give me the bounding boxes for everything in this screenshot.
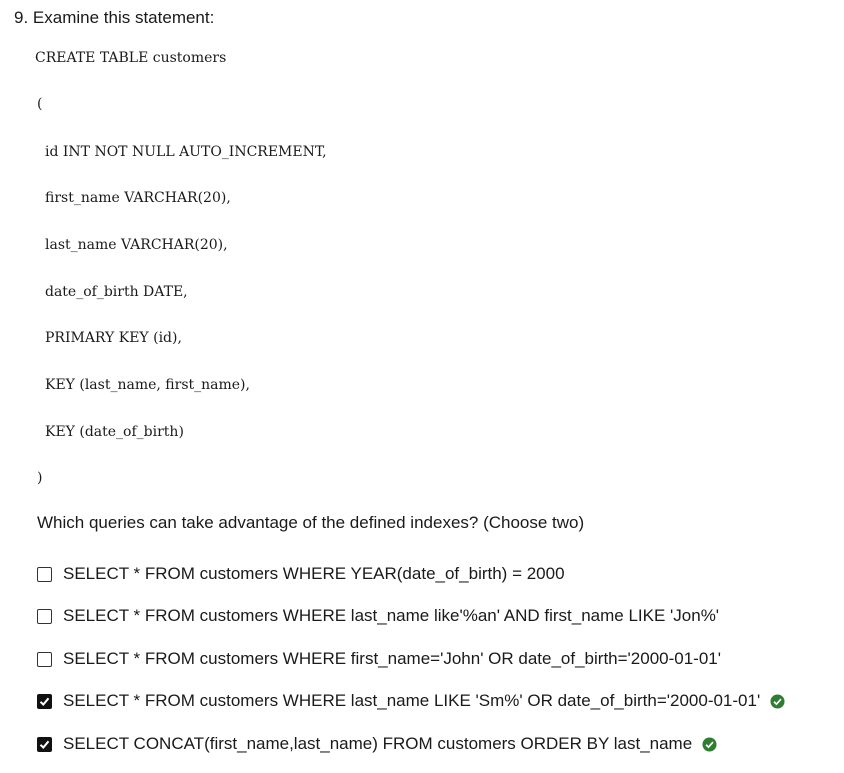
code-line: first_name VARCHAR(20), — [45, 190, 231, 206]
option-text: SELECT * FROM customers WHERE last_name … — [63, 606, 720, 625]
option-text: SELECT CONCAT(first_name,last_name) FROM… — [63, 734, 693, 753]
code-line: id INT NOT NULL AUTO_INCREMENT, — [45, 144, 327, 160]
code-line: CREATE TABLE customers — [35, 50, 227, 66]
code-line: ) — [37, 470, 43, 486]
option-text: SELECT * FROM customers WHERE last_name … — [63, 691, 761, 710]
question-stem: Examine this statement: — [32, 8, 215, 27]
correct-check-icon — [702, 736, 717, 752]
code-line: KEY (date_of_birth) — [45, 424, 184, 440]
answer-option-4[interactable]: SELECT * FROM customers WHERE last_name … — [37, 689, 785, 713]
code-line: PRIMARY KEY (id), — [45, 330, 182, 346]
code-line: KEY (last_name, first_name), — [45, 377, 250, 393]
checkmark-icon — [39, 740, 50, 749]
answer-option-5[interactable]: SELECT CONCAT(first_name,last_name) FROM… — [37, 732, 717, 756]
checkbox-unchecked[interactable] — [37, 651, 52, 667]
checkbox-checked[interactable] — [37, 693, 52, 709]
checkmark-icon — [39, 697, 50, 706]
correct-check-icon — [770, 693, 785, 709]
answer-option-1[interactable]: SELECT * FROM customers WHERE YEAR(date_… — [37, 562, 565, 586]
option-text: SELECT * FROM customers WHERE first_name… — [63, 649, 722, 668]
code-line: last_name VARCHAR(20), — [45, 237, 228, 253]
code-line: date_of_birth DATE, — [45, 284, 188, 300]
code-line: ( — [37, 96, 43, 112]
question-prompt: Which queries can take advantage of the … — [37, 513, 585, 532]
question-number: 9. — [14, 8, 29, 27]
answer-option-2[interactable]: SELECT * FROM customers WHERE last_name … — [37, 604, 719, 628]
checkbox-unchecked[interactable] — [37, 566, 52, 582]
option-text: SELECT * FROM customers WHERE YEAR(date_… — [63, 564, 565, 583]
answer-option-3[interactable]: SELECT * FROM customers WHERE first_name… — [37, 647, 721, 671]
checkbox-checked[interactable] — [37, 736, 52, 752]
question-header: 9. Examine this statement: — [14, 7, 214, 29]
checkbox-unchecked[interactable] — [37, 608, 52, 624]
